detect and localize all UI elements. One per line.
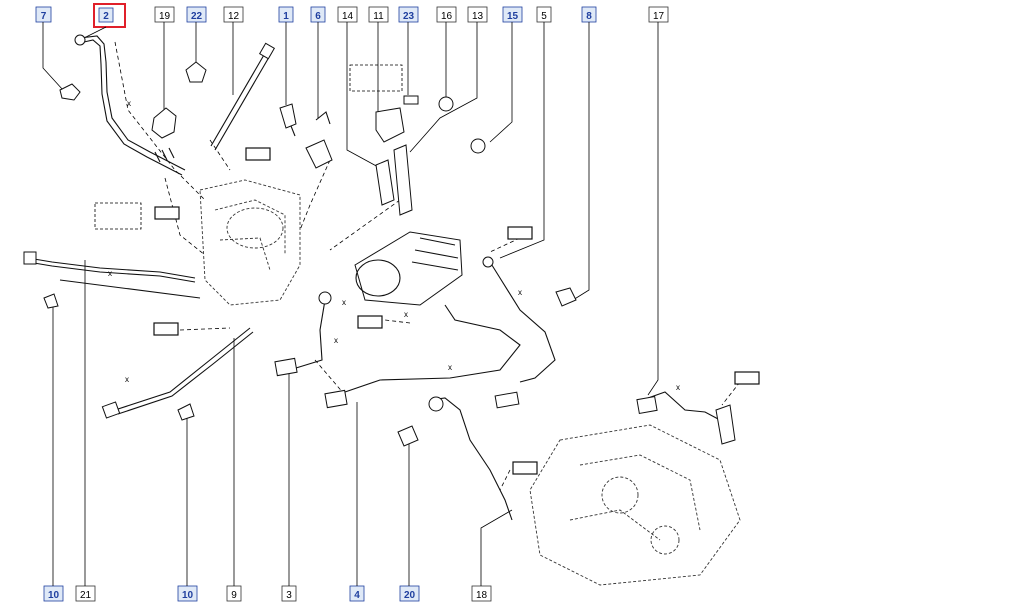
svg-text:7: 7	[41, 11, 47, 22]
svg-text:x: x	[127, 99, 131, 108]
svg-text:15: 15	[507, 11, 519, 22]
part-16-cap[interactable]	[438, 96, 454, 112]
callout-bottom-10-right[interactable]: 10	[177, 585, 198, 602]
svg-text:16: 16	[441, 11, 453, 22]
svg-text:18: 18	[476, 590, 488, 601]
callout-bottom-4[interactable]: 4	[349, 585, 365, 602]
callout-top-6[interactable]: 6	[310, 6, 326, 23]
part-15-clip[interactable]	[470, 138, 486, 154]
reference-box-3	[507, 226, 533, 240]
part-4-sensor-cable[interactable]	[324, 304, 521, 409]
callout-top-2-selected[interactable]: 2	[93, 3, 126, 28]
callout-top-5[interactable]: 5	[536, 6, 552, 23]
reference-lines	[114, 41, 741, 491]
callout-top-13[interactable]: 13	[467, 6, 488, 23]
callout-top-11[interactable]: 11	[368, 6, 389, 23]
leader-lines	[42, 22, 659, 586]
svg-text:5: 5	[541, 11, 547, 22]
svg-text:14: 14	[342, 11, 354, 22]
dimension-marks: x x x x x x x x x	[108, 99, 680, 392]
callout-bottom-20[interactable]: 20	[399, 585, 420, 602]
svg-text:10: 10	[182, 590, 194, 601]
reference-box-7	[512, 461, 538, 475]
callout-bottom-9[interactable]: 9	[226, 585, 242, 602]
part-10-clip-left[interactable]	[43, 293, 59, 309]
engine-block-lower-right	[529, 424, 741, 586]
svg-text:13: 13	[472, 11, 484, 22]
part-9-sensor-probe[interactable]	[101, 327, 254, 419]
part-22-clip[interactable]	[185, 61, 207, 83]
svg-text:21: 21	[80, 590, 92, 601]
svg-text:23: 23	[403, 11, 415, 22]
part-6-bracket[interactable]	[305, 111, 333, 169]
svg-text:9: 9	[231, 590, 237, 601]
callout-top-16[interactable]: 16	[436, 6, 457, 23]
callout-top-12[interactable]: 12	[223, 6, 244, 23]
part-2-sensor-cable[interactable]	[74, 34, 186, 176]
svg-text:19: 19	[159, 11, 171, 22]
svg-text:6: 6	[315, 11, 321, 22]
part-21-sensor-probe[interactable]	[23, 251, 201, 299]
callout-top-17[interactable]: 17	[648, 6, 669, 23]
svg-text:3: 3	[286, 590, 292, 601]
svg-text:x: x	[448, 363, 452, 372]
reference-box-6	[734, 371, 760, 385]
reference-box-4	[357, 315, 383, 329]
svg-text:22: 22	[191, 11, 203, 22]
reference-box-dashed-2	[349, 64, 403, 92]
part-8-clip[interactable]	[555, 287, 577, 307]
callout-bottom-3[interactable]: 3	[281, 585, 297, 602]
part-23-bolt[interactable]	[403, 95, 419, 105]
svg-text:x: x	[342, 298, 346, 307]
svg-text:x: x	[404, 310, 408, 319]
reference-box-1	[154, 206, 180, 220]
part-18-sensor-cable[interactable]	[428, 396, 513, 521]
callout-top-23[interactable]: 23	[398, 6, 419, 23]
part-1-sensor[interactable]	[279, 103, 297, 137]
svg-text:12: 12	[228, 11, 240, 22]
callout-top-7[interactable]: 7	[35, 6, 52, 23]
part-7-clip[interactable]	[59, 83, 81, 101]
svg-text:10: 10	[48, 590, 60, 601]
callout-bottom-10-left[interactable]: 10	[43, 585, 64, 602]
callout-top-19[interactable]: 19	[154, 6, 175, 23]
part-3-sensor-cable[interactable]	[274, 291, 332, 377]
svg-text:x: x	[125, 375, 129, 384]
svg-text:11: 11	[373, 11, 384, 22]
part-19-bracket[interactable]	[151, 107, 177, 139]
callout-top-15[interactable]: 15	[502, 6, 523, 23]
part-10-clip-right[interactable]	[177, 403, 195, 421]
part-20-clip[interactable]	[397, 425, 419, 447]
svg-text:20: 20	[404, 590, 416, 601]
svg-text:1: 1	[283, 11, 289, 22]
callout-top-1[interactable]: 1	[278, 6, 294, 23]
part-14-hose[interactable]	[375, 144, 413, 216]
callout-bottom-18[interactable]: 18	[471, 585, 492, 602]
svg-text:x: x	[108, 269, 112, 278]
svg-text:4: 4	[354, 590, 360, 601]
part-12-probe[interactable]	[210, 42, 276, 151]
callout-bottom-21[interactable]: 21	[75, 585, 96, 602]
engine-assembly-center	[199, 179, 301, 306]
callout-top-8[interactable]: 8	[581, 6, 597, 23]
svg-text:x: x	[518, 288, 522, 297]
part-17-sensor-cable[interactable]	[636, 391, 736, 445]
svg-text:x: x	[334, 336, 338, 345]
callout-top-22[interactable]: 22	[186, 6, 207, 23]
svg-text:17: 17	[653, 11, 665, 22]
alternator-assembly	[354, 231, 463, 306]
svg-text:2: 2	[103, 11, 109, 22]
reference-box-dashed-1	[94, 202, 142, 230]
callout-top-14[interactable]: 14	[337, 6, 358, 23]
svg-text:8: 8	[586, 11, 592, 22]
part-11-bracket[interactable]	[375, 107, 405, 143]
reference-box-5	[153, 322, 179, 336]
reference-box-2	[245, 147, 271, 161]
part-5-sensor-cable[interactable]	[482, 256, 556, 383]
svg-text:x: x	[676, 383, 680, 392]
